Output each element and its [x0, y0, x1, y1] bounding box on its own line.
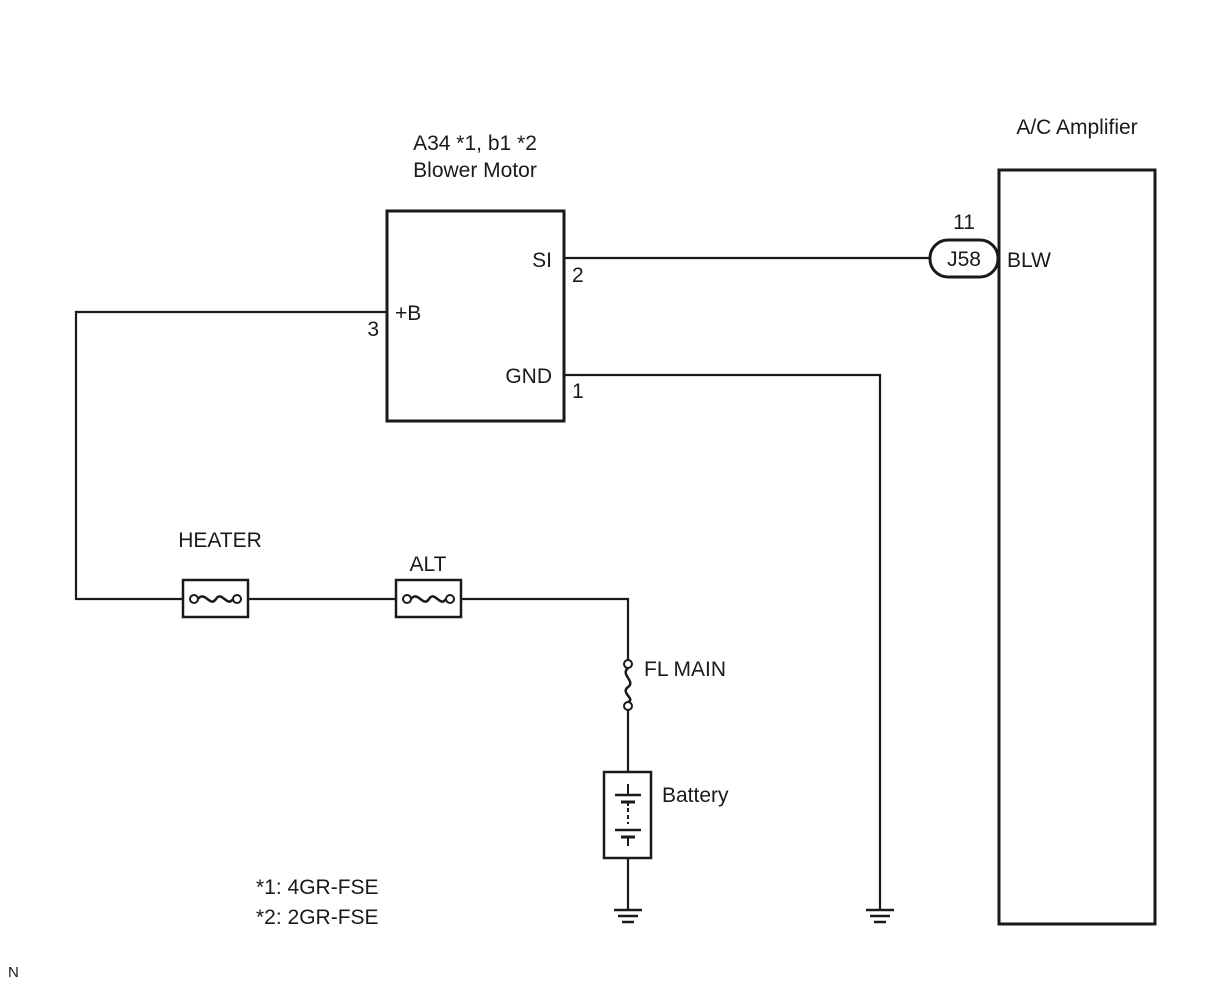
pin-b-label: +B [395, 302, 421, 325]
note-2: *2: 2GR-FSE [256, 906, 379, 929]
blower-motor-box [385, 209, 566, 423]
wire-alt-flmain [461, 597, 630, 664]
ground-icon [614, 908, 642, 924]
pin-si-number: 2 [572, 264, 584, 287]
fuse-heater-label: HEATER [178, 529, 262, 552]
ac-amplifier-name: A/C Amplifier [1016, 116, 1137, 139]
blower-motor-name: Blower Motor [413, 159, 537, 182]
connector-j58-label: J58 [947, 248, 981, 271]
blower-motor: A34 *1, b1 *2 Blower Motor SI 2 +B 3 GND… [367, 132, 584, 423]
note-1: *1: 4GR-FSE [256, 876, 379, 899]
ac-amplifier-box [997, 168, 1157, 926]
ground-icon [866, 908, 894, 924]
blower-motor-code: A34 *1, b1 *2 [413, 132, 537, 155]
pin-gnd-number: 1 [572, 380, 584, 403]
wires [74, 256, 930, 910]
fuse-fl-main: FL MAIN [623, 658, 726, 711]
battery-label: Battery [662, 784, 729, 807]
ac-amplifier: A/C Amplifier 11 J58 BLW [928, 116, 1157, 926]
wire-b-heater [74, 310, 387, 601]
pin-b-number: 3 [367, 318, 379, 341]
fuse-heater: HEATER [178, 529, 262, 619]
corner-mark: N [8, 964, 19, 981]
pin-gnd-label: GND [505, 365, 552, 388]
amplifier-pin-label: BLW [1007, 249, 1051, 272]
fuse-alt: ALT [394, 553, 463, 619]
pin-si-label: SI [532, 249, 552, 272]
fuse-fl-main-label: FL MAIN [644, 658, 726, 681]
wire-gnd-ground [564, 373, 882, 910]
fuse-alt-label: ALT [410, 553, 447, 576]
amplifier-pin-number: 11 [953, 211, 975, 234]
battery: Battery [602, 770, 729, 860]
